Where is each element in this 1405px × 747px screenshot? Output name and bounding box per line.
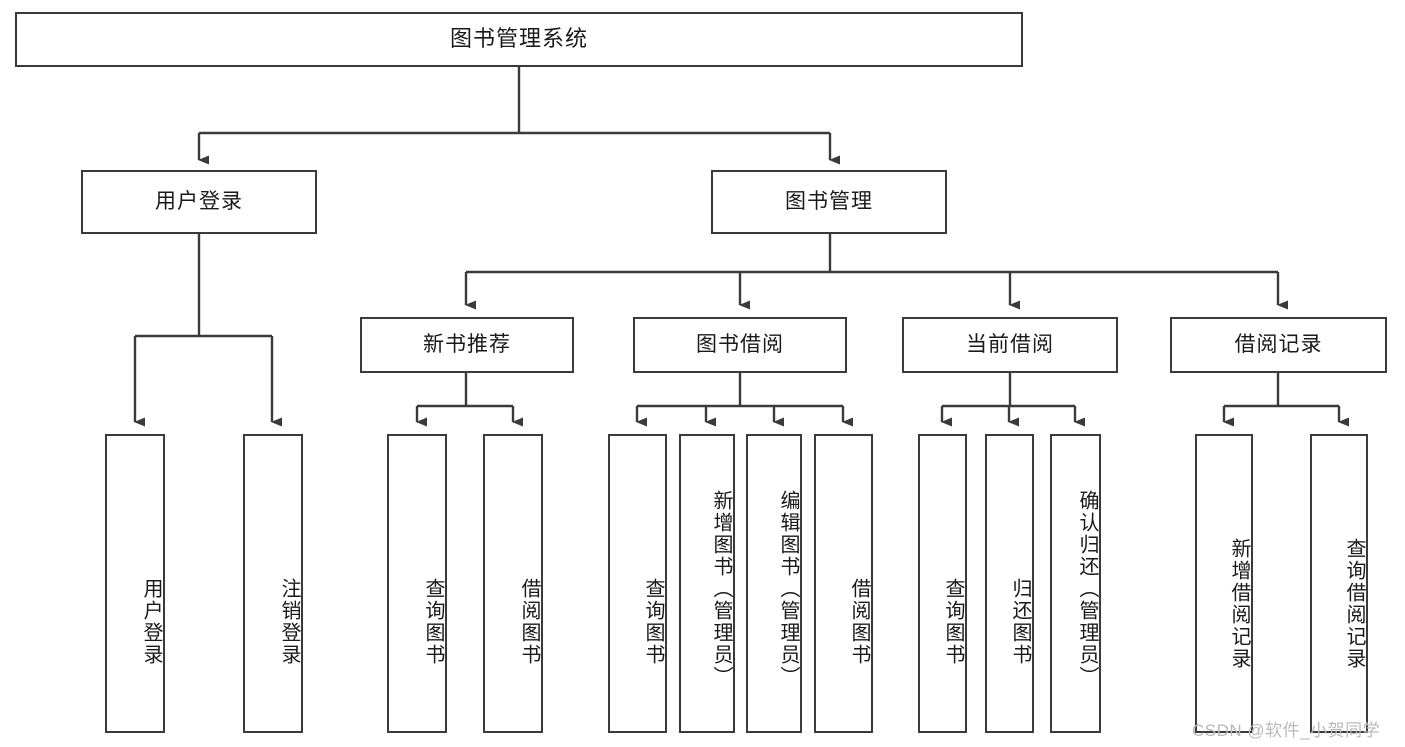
node-label: 图书借阅 (696, 333, 784, 357)
node-label: 新增借阅记录 (1228, 537, 1250, 670)
node-label: 借阅图书 (518, 577, 540, 666)
node-label: 借阅图书 (848, 577, 870, 666)
node-new-book-recommend[interactable]: 新书推荐 (360, 317, 574, 373)
node-book-borrow[interactable]: 图书借阅 (633, 317, 847, 373)
node-label: 借阅记录 (1234, 333, 1323, 357)
node-label: 查询借阅记录 (1343, 537, 1365, 670)
node-leaf-user-login[interactable]: 用户登录 (105, 434, 165, 733)
csdn-watermark: CSDN @软件_小贺同学 (1192, 721, 1381, 740)
node-label: 注销登录 (278, 577, 300, 666)
node-label: 查询图书 (422, 577, 444, 666)
node-borrow-record[interactable]: 借阅记录 (1170, 317, 1387, 373)
node-leaf-confirm-return[interactable]: 确认归还（管理员） (1050, 434, 1101, 733)
node-label: 图书管理系统 (449, 26, 588, 52)
node-leaf-query-record[interactable]: 查询借阅记录 (1310, 434, 1368, 733)
node-leaf-logout-login[interactable]: 注销登录 (243, 434, 303, 733)
node-label: 编辑图书（管理员） (777, 489, 799, 688)
node-leaf-add-record[interactable]: 新增借阅记录 (1195, 434, 1253, 733)
node-label: 查询图书 (642, 577, 664, 666)
node-user-login[interactable]: 用户登录 (81, 170, 317, 234)
node-leaf-query-book-2[interactable]: 查询图书 (608, 434, 667, 733)
node-leaf-borrow-book-1[interactable]: 借阅图书 (483, 434, 543, 733)
node-leaf-edit-book[interactable]: 编辑图书（管理员） (746, 434, 802, 733)
node-label: 归还图书 (1009, 577, 1031, 666)
node-leaf-add-book[interactable]: 新增图书（管理员） (679, 434, 735, 733)
node-label: 用户登录 (155, 190, 243, 214)
node-leaf-query-book-1[interactable]: 查询图书 (387, 434, 447, 733)
node-label: 新书推荐 (423, 333, 511, 357)
node-book-management[interactable]: 图书管理 (711, 170, 947, 234)
node-label: 用户登录 (140, 577, 162, 666)
node-leaf-query-book-3[interactable]: 查询图书 (918, 434, 967, 733)
node-leaf-return-book[interactable]: 归还图书 (985, 434, 1034, 733)
node-label: 图书管理 (785, 190, 873, 214)
node-label: 确认归还（管理员） (1076, 489, 1098, 688)
node-leaf-borrow-book-2[interactable]: 借阅图书 (814, 434, 873, 733)
node-label: 查询图书 (942, 577, 964, 666)
node-root-system[interactable]: 图书管理系统 (15, 12, 1023, 67)
node-label: 当前借阅 (966, 333, 1054, 357)
node-current-borrow[interactable]: 当前借阅 (902, 317, 1118, 373)
node-label: 新增图书（管理员） (710, 489, 732, 688)
